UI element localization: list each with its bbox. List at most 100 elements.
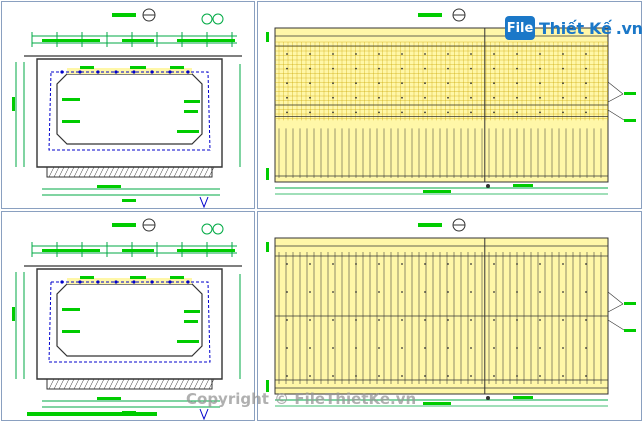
- box-outer-wall: [36, 268, 223, 380]
- hatch-line: [68, 378, 75, 390]
- hatch-line: [128, 378, 135, 390]
- tie-mark: [516, 375, 518, 377]
- hatch-line: [208, 166, 215, 178]
- tie-mark: [378, 96, 380, 99]
- hatch-line: [88, 378, 95, 390]
- hatch-line: [148, 166, 155, 178]
- tie-mark: [493, 67, 495, 70]
- hatch-line: [48, 166, 55, 178]
- callout-label-mark: [130, 66, 146, 69]
- hatch-line: [173, 378, 180, 390]
- bottom-label-mark: [513, 184, 533, 187]
- hatch-line: [93, 166, 100, 178]
- dimension-label-mark: [42, 249, 72, 252]
- cut-marker-icon: [199, 196, 209, 208]
- rebar-dot: [186, 70, 190, 74]
- callout-label-mark: [184, 110, 198, 113]
- callout-label-mark: [170, 276, 184, 279]
- tie-mark: [355, 82, 357, 85]
- tie-mark: [332, 53, 334, 55]
- tie-mark: [493, 82, 495, 85]
- box-inner-opening: [56, 283, 203, 357]
- tie-mark: [401, 375, 403, 377]
- dimension-label-mark: [207, 249, 235, 252]
- side-label-mark: [12, 97, 15, 111]
- tie-mark: [562, 291, 564, 293]
- tie-mark: [286, 82, 288, 85]
- tie-mark: [286, 375, 288, 377]
- tie-mark: [585, 67, 587, 70]
- callout-leader: [607, 303, 624, 313]
- tie-mark: [355, 96, 357, 99]
- title-label-mark: [418, 223, 442, 227]
- callout-label-mark: [177, 340, 199, 343]
- callout-label-mark: [80, 66, 94, 69]
- hatch-line: [58, 166, 65, 178]
- hatch-line: [163, 166, 170, 178]
- tie-mark: [493, 375, 495, 377]
- hatch-line: [63, 378, 70, 390]
- hatch-line: [158, 378, 165, 390]
- callout-leader: [607, 93, 624, 103]
- callout-label-mark: [184, 310, 200, 313]
- detail-marker-icon: [212, 223, 224, 235]
- tie-mark: [332, 263, 334, 265]
- hatch-line: [148, 378, 155, 390]
- tie-mark: [424, 67, 426, 70]
- rebar-dot: [60, 280, 64, 284]
- callout-label-mark: [62, 330, 80, 333]
- tie-mark: [447, 263, 449, 265]
- dimension-label-mark: [177, 249, 207, 252]
- tie-mark: [470, 319, 472, 321]
- tie-mark: [470, 375, 472, 377]
- callout-label-mark: [624, 119, 636, 122]
- tie-mark: [516, 67, 518, 70]
- callout-label-mark: [624, 329, 636, 332]
- hatch-line: [78, 378, 85, 390]
- tie-mark: [562, 375, 564, 377]
- rebar-dot: [132, 70, 136, 74]
- hatch-line: [118, 378, 125, 390]
- title-label-mark: [112, 13, 136, 17]
- tie-mark: [516, 111, 518, 114]
- site-logo[interactable]: File Thiết Kế .vn: [505, 15, 643, 41]
- hatch-line: [73, 166, 80, 178]
- tie-mark: [447, 291, 449, 293]
- tie-mark: [539, 291, 541, 293]
- tie-mark: [424, 319, 426, 321]
- callout-leader: [607, 109, 625, 121]
- tie-mark: [401, 82, 403, 85]
- scale-bar-mark: [27, 412, 157, 416]
- tie-mark: [470, 347, 472, 349]
- hatch-line: [178, 378, 185, 390]
- plan-drawing-top: [257, 1, 642, 209]
- tie-mark: [286, 263, 288, 265]
- tie-mark: [539, 96, 541, 99]
- tie-mark: [539, 263, 541, 265]
- tie-mark: [562, 53, 564, 55]
- tie-mark: [309, 263, 311, 265]
- tie-mark: [378, 319, 380, 321]
- tie-mark: [309, 375, 311, 377]
- dimension-label-mark: [122, 39, 154, 42]
- dimension-label-mark: [207, 39, 235, 42]
- tie-mark: [378, 347, 380, 349]
- hatch-line: [198, 166, 205, 178]
- callout-label-mark: [80, 276, 94, 279]
- hatch-line: [123, 166, 130, 178]
- tie-mark: [493, 347, 495, 349]
- tie-mark: [585, 319, 587, 321]
- tie-mark: [286, 347, 288, 349]
- hatch-line: [203, 378, 210, 390]
- hatch-line: [133, 166, 140, 178]
- tie-mark: [470, 82, 472, 85]
- tie-mark: [470, 111, 472, 114]
- tie-mark: [585, 96, 587, 99]
- title-label-mark: [112, 223, 136, 227]
- hatch-line: [63, 166, 70, 178]
- rebar-cage: [48, 281, 211, 363]
- tie-mark: [401, 291, 403, 293]
- tie-mark: [447, 96, 449, 99]
- hatch-line: [153, 166, 160, 178]
- callout-label-mark: [177, 130, 199, 133]
